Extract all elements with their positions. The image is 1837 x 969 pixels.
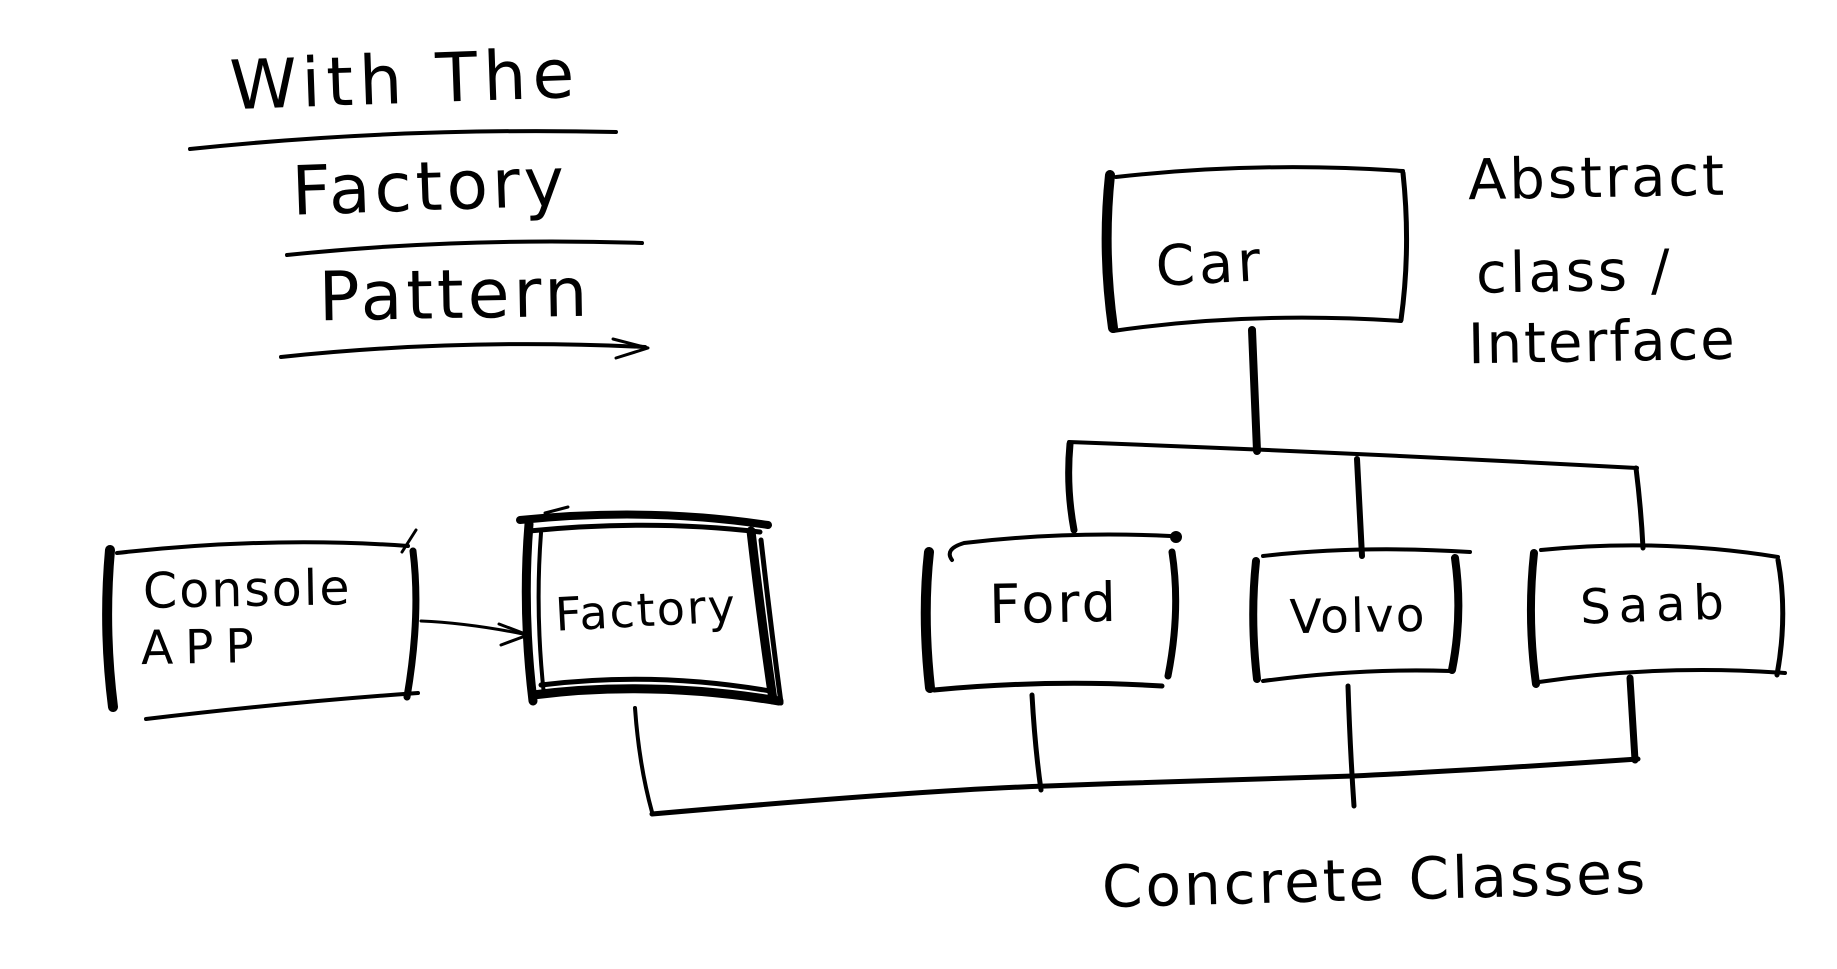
title-line-3: Pattern: [317, 253, 592, 338]
edge-car-subclasses: [1065, 326, 1646, 559]
factory-box-bottom-edge-outer: [528, 684, 784, 706]
console-box-corner-tick: [400, 528, 418, 554]
volvo-box-left-edge: [1249, 557, 1261, 683]
node-car-box: [1101, 165, 1410, 333]
car-box-top-edge: [1114, 165, 1405, 179]
console-box-top-edge: [115, 540, 410, 555]
title-line-2: Factory: [290, 143, 570, 232]
volvo-box-bottom-edge: [1261, 668, 1452, 683]
factory-box-right-edge-inner: [758, 537, 784, 706]
abstract-annotation-line-2: class /: [1475, 238, 1674, 307]
volvo-box-top-edge: [1261, 547, 1472, 558]
underline-factory: [285, 239, 644, 257]
abstract-annotation-line-3: Interface: [1467, 307, 1738, 378]
console-box-left-edge: [102, 545, 118, 712]
factory-box-bottom-edge-inner: [538, 676, 773, 694]
edge-car-ford: [1065, 440, 1078, 534]
console-factory-arrow-line: [419, 619, 525, 636]
node-factory-label: Factory: [553, 578, 739, 642]
car-box-bottom-edge: [1111, 315, 1403, 333]
car-box-left-edge: [1101, 170, 1118, 333]
saab-box-right-edge: [1774, 557, 1786, 678]
node-saab-label: Saab: [1579, 574, 1733, 636]
node-factory-box: [516, 505, 784, 706]
factory-box-right-edge-outer: [746, 526, 778, 705]
edge-car-saab: [1633, 465, 1646, 551]
node-console-app-label-line-2: APP: [140, 618, 267, 677]
underline-with-the: [188, 129, 618, 151]
edge-bus-saab: [1626, 674, 1639, 764]
ford-box-right-edge: [1164, 548, 1180, 680]
underline-pattern: [279, 342, 647, 359]
console-box-right-edge: [403, 547, 420, 701]
node-console-app-box: [102, 528, 420, 721]
car-stem: [1248, 326, 1261, 455]
underline-pattern-arrowhead: [611, 337, 650, 360]
volvo-box-right-edge: [1448, 554, 1463, 674]
factory-box-left-edge-outer: [521, 519, 538, 706]
hierarchy-bar: [1067, 440, 1639, 470]
ford-box-top-edge: [947, 532, 1172, 562]
factory-box-corner-tick: [543, 505, 570, 515]
title-underlines: [188, 129, 650, 360]
creation-bus: [649, 756, 1641, 817]
factory-box-top-edge-outer: [516, 510, 772, 529]
node-volvo-box: [1249, 547, 1472, 683]
factory-box-top-edge-inner: [526, 522, 763, 535]
car-box-right-edge: [1398, 170, 1410, 323]
abstract-annotation-line-1: Abstract: [1467, 143, 1728, 214]
console-box-bottom-edge: [144, 691, 420, 721]
edge-car-volvo: [1354, 456, 1365, 559]
node-console-app-label-line-1: Console: [142, 559, 353, 620]
saab-box-left-edge: [1526, 549, 1540, 688]
edge-factory-stem: [633, 706, 654, 814]
saab-box-bottom-edge: [1537, 668, 1787, 684]
ford-box-corner-dot: [1170, 531, 1182, 543]
factory-box-left-edge-inner: [536, 531, 546, 697]
edge-console-factory: [419, 619, 530, 647]
node-ford-box: [920, 531, 1182, 693]
node-saab-box: [1526, 543, 1787, 688]
node-car-label: Car: [1154, 229, 1266, 300]
ford-box-bottom-edge: [931, 680, 1165, 693]
saab-box-top-edge: [1539, 543, 1780, 559]
console-factory-arrowhead: [497, 622, 530, 647]
edge-bus-ford: [1029, 692, 1044, 793]
edge-factory-products: [633, 674, 1641, 817]
ford-box-left-edge: [920, 547, 935, 693]
edge-bus-volvo: [1345, 683, 1357, 809]
node-ford-label: Ford: [988, 570, 1120, 637]
node-volvo-label: Volvo: [1289, 587, 1427, 646]
title-line-1: With The: [228, 34, 582, 127]
